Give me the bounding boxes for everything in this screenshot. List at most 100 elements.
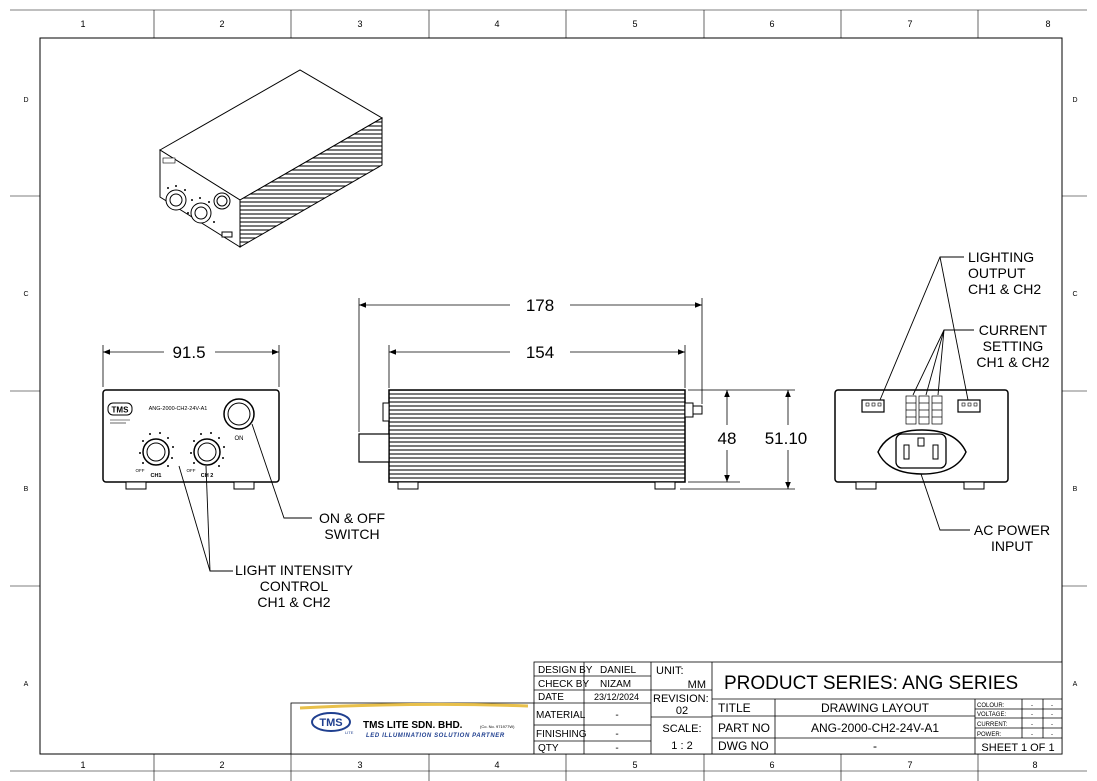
dim-height-overall: 51.10 bbox=[765, 429, 808, 448]
col-label: 1 bbox=[80, 760, 85, 770]
row-label: A bbox=[1073, 681, 1078, 688]
product-series: PRODUCT SERIES: ANG SERIES bbox=[724, 673, 1018, 694]
material-value: - bbox=[615, 710, 618, 721]
callout-lighting-output: LIGHTING OUTPUT CH1 & CH2 bbox=[968, 249, 1041, 297]
callout-leaders bbox=[178, 256, 974, 572]
ch1-dial-ticks bbox=[139, 432, 174, 467]
title-block-text: DESIGN BY DANIEL CHECK BY NIZAM DATE 23/… bbox=[536, 665, 1055, 754]
finishing-value: - bbox=[615, 729, 618, 740]
callout-current-line3: CH1 & CH2 bbox=[976, 354, 1049, 370]
back-view bbox=[834, 389, 1009, 490]
callout-current-setting: CURRENT SETTING CH1 & CH2 bbox=[976, 322, 1049, 370]
callout-lighting-line1: LIGHTING bbox=[968, 249, 1034, 265]
dimension-overall-length bbox=[358, 298, 703, 432]
part-no-label: PART NO bbox=[718, 721, 770, 735]
front-model-label: ANG-2000-CH2-24V-A1 bbox=[149, 406, 208, 412]
revision-label: REVISION: bbox=[653, 693, 709, 705]
date-label: DATE bbox=[538, 692, 564, 703]
power-on-label: ON bbox=[235, 436, 244, 442]
callout-intensity-line2: CONTROL bbox=[260, 578, 329, 594]
company-logo-sub: LITE bbox=[345, 730, 354, 735]
current-setting-dip-switches[interactable] bbox=[905, 395, 943, 425]
scale-label: SCALE: bbox=[662, 723, 701, 735]
isometric-view bbox=[159, 69, 383, 248]
design-by-label: DESIGN BY bbox=[538, 665, 593, 676]
col-label: 7 bbox=[907, 760, 912, 770]
col-label: 8 bbox=[1032, 760, 1037, 770]
title-label: TITLE bbox=[718, 701, 751, 715]
sheet-number: SHEET 1 OF 1 bbox=[981, 742, 1054, 754]
check-by-value: NIZAM bbox=[600, 679, 631, 690]
row-labels-left: D C B A bbox=[23, 97, 28, 688]
part-no-value: ANG-2000-CH2-24V-A1 bbox=[811, 721, 939, 735]
power-switch[interactable] bbox=[223, 398, 255, 430]
qty-value: - bbox=[615, 743, 618, 754]
row-label: A bbox=[24, 681, 29, 688]
callout-ac-line1: AC POWER bbox=[974, 522, 1050, 538]
callout-lighting-line3: CH1 & CH2 bbox=[968, 281, 1041, 297]
callout-intensity-line3: CH1 & CH2 bbox=[257, 594, 330, 610]
ac-power-inlet[interactable] bbox=[877, 429, 967, 475]
company-logo-badge bbox=[311, 712, 351, 732]
dim-width-front: 91.5 bbox=[172, 343, 205, 362]
date-value: 23/12/2024 bbox=[594, 692, 639, 702]
col-label: 2 bbox=[219, 760, 224, 770]
callout-current-line1: CURRENT bbox=[979, 322, 1048, 338]
company-tagline: LED ILLUMINATION SOLUTION PARTNER bbox=[366, 733, 505, 739]
ch2-off-label: OFF bbox=[187, 468, 196, 473]
callout-intensity: LIGHT INTENSITY CONTROL CH1 & CH2 bbox=[235, 562, 354, 610]
callout-switch-line1: ON & OFF bbox=[319, 510, 385, 526]
side-view bbox=[358, 389, 703, 490]
callout-switch-line2: SWITCH bbox=[324, 526, 379, 542]
company-name: TMS LITE SDN. BHD. bbox=[363, 720, 463, 731]
dim-length-body: 154 bbox=[526, 343, 554, 362]
dim-height-body: 48 bbox=[718, 429, 737, 448]
col-label: 5 bbox=[632, 19, 637, 29]
column-labels-top: 1 2 3 4 5 6 7 8 bbox=[80, 19, 1050, 29]
dimension-body-length bbox=[388, 345, 686, 388]
row-label: B bbox=[1073, 486, 1078, 493]
power-value-2: - bbox=[1051, 732, 1053, 738]
col-label: 7 bbox=[907, 19, 912, 29]
ch1-label: CH1 bbox=[150, 473, 161, 479]
company-block: TMS LITE TMS LITE SDN. BHD. (Co. No. 971… bbox=[290, 702, 535, 755]
col-label: 4 bbox=[494, 19, 499, 29]
callout-switch: ON & OFF SWITCH bbox=[319, 510, 385, 542]
finishing-label: FINISHING bbox=[536, 729, 587, 740]
row-label: D bbox=[23, 97, 28, 104]
qty-label: QTY bbox=[538, 743, 559, 754]
ch2-intensity-knob[interactable] bbox=[193, 438, 221, 466]
company-reg-no: (Co. No. 971977W) bbox=[480, 724, 515, 729]
col-label: 3 bbox=[357, 760, 362, 770]
current-value-1: - bbox=[1031, 722, 1033, 728]
company-logo-text: TMS bbox=[319, 717, 342, 729]
callout-current-line2: SETTING bbox=[983, 338, 1044, 354]
colour-value-1: - bbox=[1031, 703, 1033, 709]
dimension-heights bbox=[680, 389, 795, 490]
check-by-label: CHECK BY bbox=[538, 679, 589, 690]
current-label: CURRENT: bbox=[977, 722, 1008, 728]
row-label: C bbox=[23, 291, 28, 298]
col-label: 5 bbox=[632, 760, 637, 770]
front-logo-badge bbox=[107, 402, 133, 416]
ch2-label: CH 2 bbox=[201, 473, 214, 479]
revision-value: 02 bbox=[676, 705, 688, 717]
dwg-no-label: DWG NO bbox=[718, 739, 769, 753]
row-label: B bbox=[24, 486, 29, 493]
col-label: 2 bbox=[219, 19, 224, 29]
front-logo-text: TMS bbox=[112, 406, 130, 415]
current-value-2: - bbox=[1051, 722, 1053, 728]
col-label: 8 bbox=[1045, 19, 1050, 29]
colour-value-2: - bbox=[1051, 703, 1053, 709]
dimension-front-width bbox=[102, 345, 280, 387]
dwg-no-value: - bbox=[873, 739, 877, 753]
row-label: C bbox=[1072, 291, 1077, 298]
callout-intensity-line1: LIGHT INTENSITY bbox=[235, 562, 354, 578]
col-label: 6 bbox=[769, 760, 774, 770]
col-label: 3 bbox=[357, 19, 362, 29]
power-label: POWER: bbox=[977, 732, 1002, 738]
front-view: TMS ANG-2000-CH2-24V-A1 CH1 OFF CH 2 OFF bbox=[102, 389, 280, 490]
col-label: 6 bbox=[769, 19, 774, 29]
ch1-intensity-knob[interactable] bbox=[142, 438, 170, 466]
